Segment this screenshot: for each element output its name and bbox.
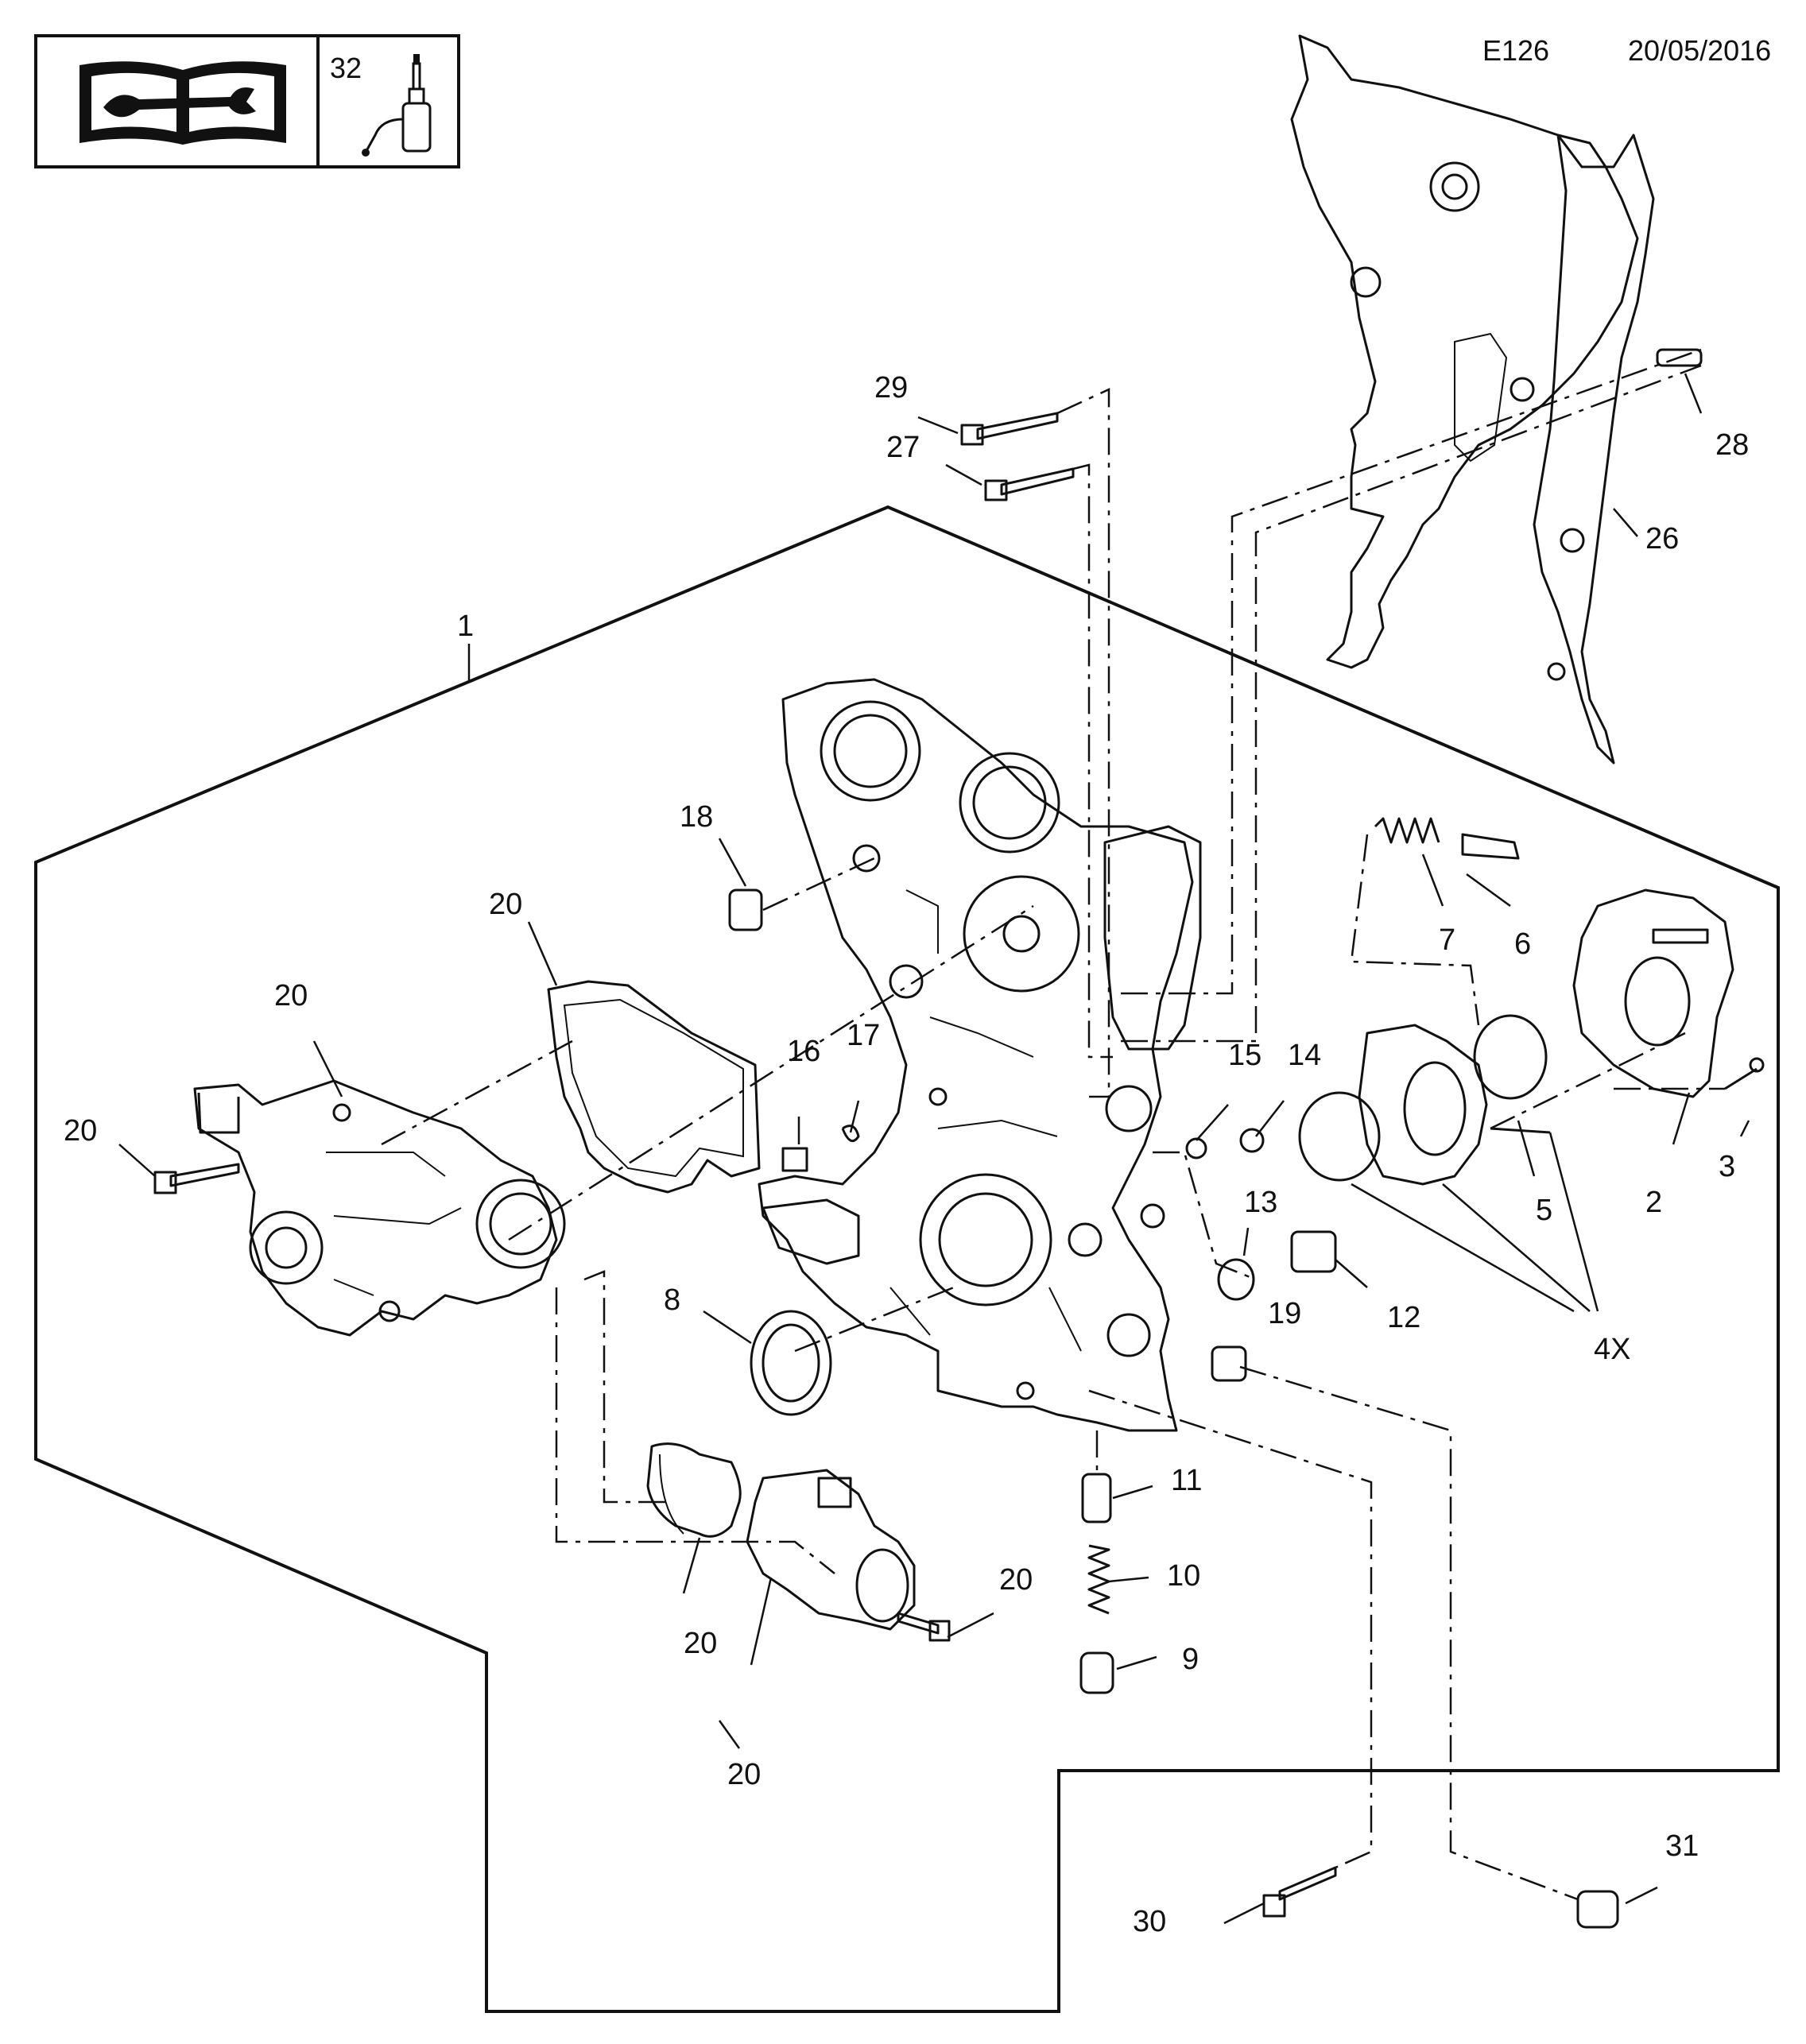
callout-11: 11 [1171,1464,1202,1497]
front-cover-housing [758,678,1202,1432]
oil-pump-body [1298,1014,1548,1186]
callout-20-thermostat-bolt: 20 [999,1563,1033,1597]
callout-20-seal: 20 [684,1627,717,1660]
water-pump [193,1079,566,1337]
callout-5: 5 [1536,1194,1552,1227]
callout-4x: 4X [1594,1333,1630,1366]
leader-lines [118,373,1750,1925]
callout-8: 8 [664,1283,680,1317]
callout-15: 15 [1228,1039,1261,1072]
callout-7: 7 [1439,923,1455,957]
callout-31: 31 [1665,1829,1699,1863]
small-parts [153,348,1765,1929]
callout-28: 28 [1715,428,1749,462]
oil-pump-cover [1572,888,1734,1098]
book-wrench-icon [79,61,286,145]
callout-1: 1 [457,610,474,643]
callout-6: 6 [1514,927,1531,961]
assembly-outline [34,505,1780,2013]
callout-20-bolt: 20 [64,1114,97,1148]
alignment-lines [381,348,1725,1901]
callout-29: 29 [874,371,908,405]
callout-18: 18 [680,800,713,834]
callout-labels: 1 2 3 5 6 7 8 9 10 11 12 13 14 15 16 17 … [64,371,1749,1938]
water-pump-gasket [547,980,761,1194]
callout-27: 27 [886,431,920,464]
legend-box: 32 [34,34,460,168]
legend-ref-number: 32 [330,52,362,84]
thermostat-housing [646,1442,916,1631]
diagram-date: 20/05/2016 [1628,34,1771,67]
callout-19: 19 [1268,1297,1301,1330]
callout-17: 17 [847,1019,880,1052]
callout-13: 13 [1244,1186,1277,1219]
timing-cover-gasket [1290,34,1655,765]
callout-20-thermostat: 20 [727,1758,761,1791]
callout-2: 2 [1645,1186,1662,1219]
callout-20-pump: 20 [274,979,308,1012]
callout-16: 16 [787,1035,820,1068]
callout-9: 9 [1182,1643,1199,1676]
callout-26: 26 [1645,522,1679,556]
sealant-bottle-icon [362,54,432,157]
callout-3: 3 [1719,1150,1735,1183]
diagram-code: E126 [1482,34,1549,67]
callout-30: 30 [1133,1905,1166,1938]
callout-20-gasket: 20 [489,888,522,921]
callout-12: 12 [1387,1301,1420,1334]
callout-10: 10 [1167,1559,1200,1593]
callout-14: 14 [1288,1039,1321,1072]
